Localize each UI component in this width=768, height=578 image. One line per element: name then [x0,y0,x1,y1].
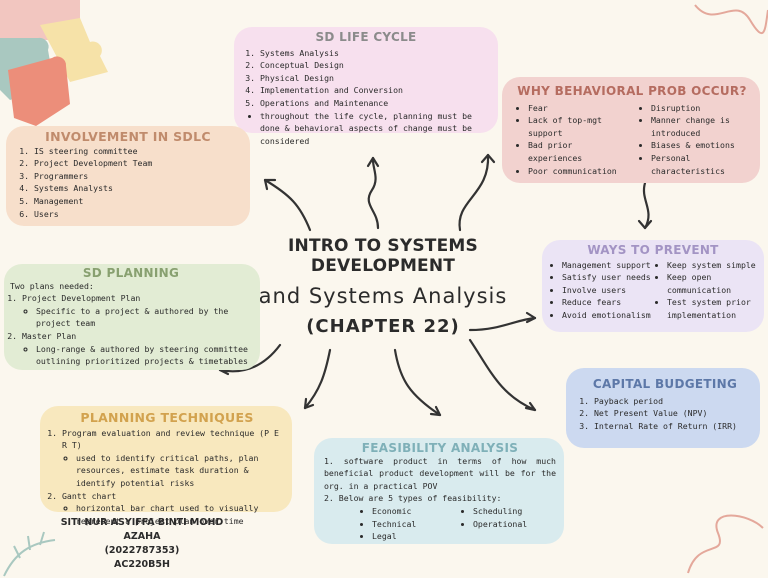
list-item: Fear [528,102,627,115]
list-item: IS steering committee [34,145,236,158]
list-item-note: throughout the life cycle, planning must… [260,110,486,148]
page-title: INTRO TO SYSTEMS DEVELOPMENT and Systems… [222,236,544,337]
list-item: Systems Analysis [260,47,486,60]
list-item: Management [34,195,236,208]
ways-to-prevent-card: WAYS TO PREVENT Management support Satis… [542,240,764,332]
author-id: (2022787353) [104,545,180,556]
ways-heading: WAYS TO PREVENT [587,243,719,257]
capital-heading: CAPITAL BUDGETING [592,377,738,391]
leaf-decoration [3,531,56,577]
plan-1-note: Specific to a project & authored by the … [36,305,252,330]
feasibility-heading: FEASIBILITY ANALYSIS [361,441,519,455]
list-item: Payback period [594,395,750,408]
list-item: Personal characteristics [651,152,750,177]
involvement-heading: INVOLVEMENT IN SDLC [45,129,211,144]
technique-1: Program evaluation and review technique … [62,427,279,451]
list-item: Test system prior implementation [667,296,756,321]
technique-2-note: horizontal bar chart used to visually re… [76,502,284,527]
title-line-1: INTRO TO SYSTEMS DEVELOPMENT [288,236,478,276]
list-item: Conceptual Design [260,59,486,72]
list-item: Reduce fears [562,296,651,309]
author-class: AC220B5H [114,559,170,570]
list-item: Operations and Maintenance [260,97,486,110]
list-item: Project Development Team [34,157,236,170]
capital-budgeting-card: CAPITAL BUDGETING Payback period Net Pre… [566,368,760,448]
list-item: Bad prior experiences [528,139,627,164]
technique-1-note: used to identify critical paths, plan re… [76,452,284,490]
plan-2: Master Plan [22,330,77,341]
list-item: Operational [473,518,556,531]
sd-life-cycle-card: SD LIFE CYCLE Systems Analysis Conceptua… [234,27,498,146]
list-item: Programmers [34,170,236,183]
sd-planning-heading: SD PLANNING [82,266,180,280]
list-item: Implementation and Conversion [260,84,486,97]
list-item: Management support [562,259,651,272]
author-block: SITI NUR ASYIFFA BINTI MOHD AZAHA (20227… [52,516,232,572]
list-item: Satisfy user needs [562,271,651,284]
behavioral-card: WHY BEHAVIORAL PROB OCCUR? Fear Lack of … [502,77,760,183]
plan-1: Project Development Plan [22,293,141,304]
list-item: Manner change is introduced [651,114,750,139]
feasibility-point-2: Below are 5 types of feasibility: [338,493,502,504]
involvement-card: INVOLVEMENT IN SDLC IS steering committe… [6,126,250,226]
puzzle-decoration [0,0,108,126]
list-item: Users [34,208,236,221]
sd-planning-card: SD PLANNING Two plans needed: Project De… [4,264,260,370]
list-item: Poor communication [528,165,627,178]
title-line-3: (CHAPTER 22) [306,316,460,337]
list-item: Disruption [651,102,750,115]
list-item: Lack of top-mgt support [528,114,627,139]
list-item: Net Present Value (NPV) [594,407,750,420]
sd-life-cycle-heading: SD LIFE CYCLE [315,30,417,44]
technique-2: Gantt chart [62,490,117,501]
swirl-decoration-bottom [687,514,764,574]
list-item: Systems Analysts [34,182,236,195]
list-item: Technical [372,518,455,531]
list-item: Biases & emotions [651,139,750,152]
list-item: Internal Rate of Return (IRR) [594,420,750,433]
list-item: Keep system simple [667,259,756,272]
plan-2-note: Long-range & authored by steering commit… [36,343,252,368]
list-item: Economic [372,505,455,518]
list-item: Legal [372,530,455,543]
list-item: Avoid emotionalism [562,309,651,322]
list-item: Keep open communication [667,271,756,296]
sd-planning-intro: Two plans needed: [10,280,94,291]
planning-techniques-card: PLANNING TECHNIQUES Program evaluation a… [40,406,292,526]
feasibility-point-1: software product in terms of how much be… [324,455,556,491]
title-line-2: and Systems Analysis [258,284,508,308]
list-item: Involve users [562,284,651,297]
list-item: Scheduling [473,505,556,518]
behavioral-heading: WHY BEHAVIORAL PROB OCCUR? [517,84,747,98]
planning-tech-heading: PLANNING TECHNIQUES [80,410,254,425]
list-item: Physical Design [260,72,486,85]
author-name: SITI NUR ASYIFFA BINTI MOHD AZAHA [60,517,224,542]
swirl-decoration-top [694,4,768,34]
feasibility-card: FEASIBILITY ANALYSIS 1. software product… [314,438,564,544]
